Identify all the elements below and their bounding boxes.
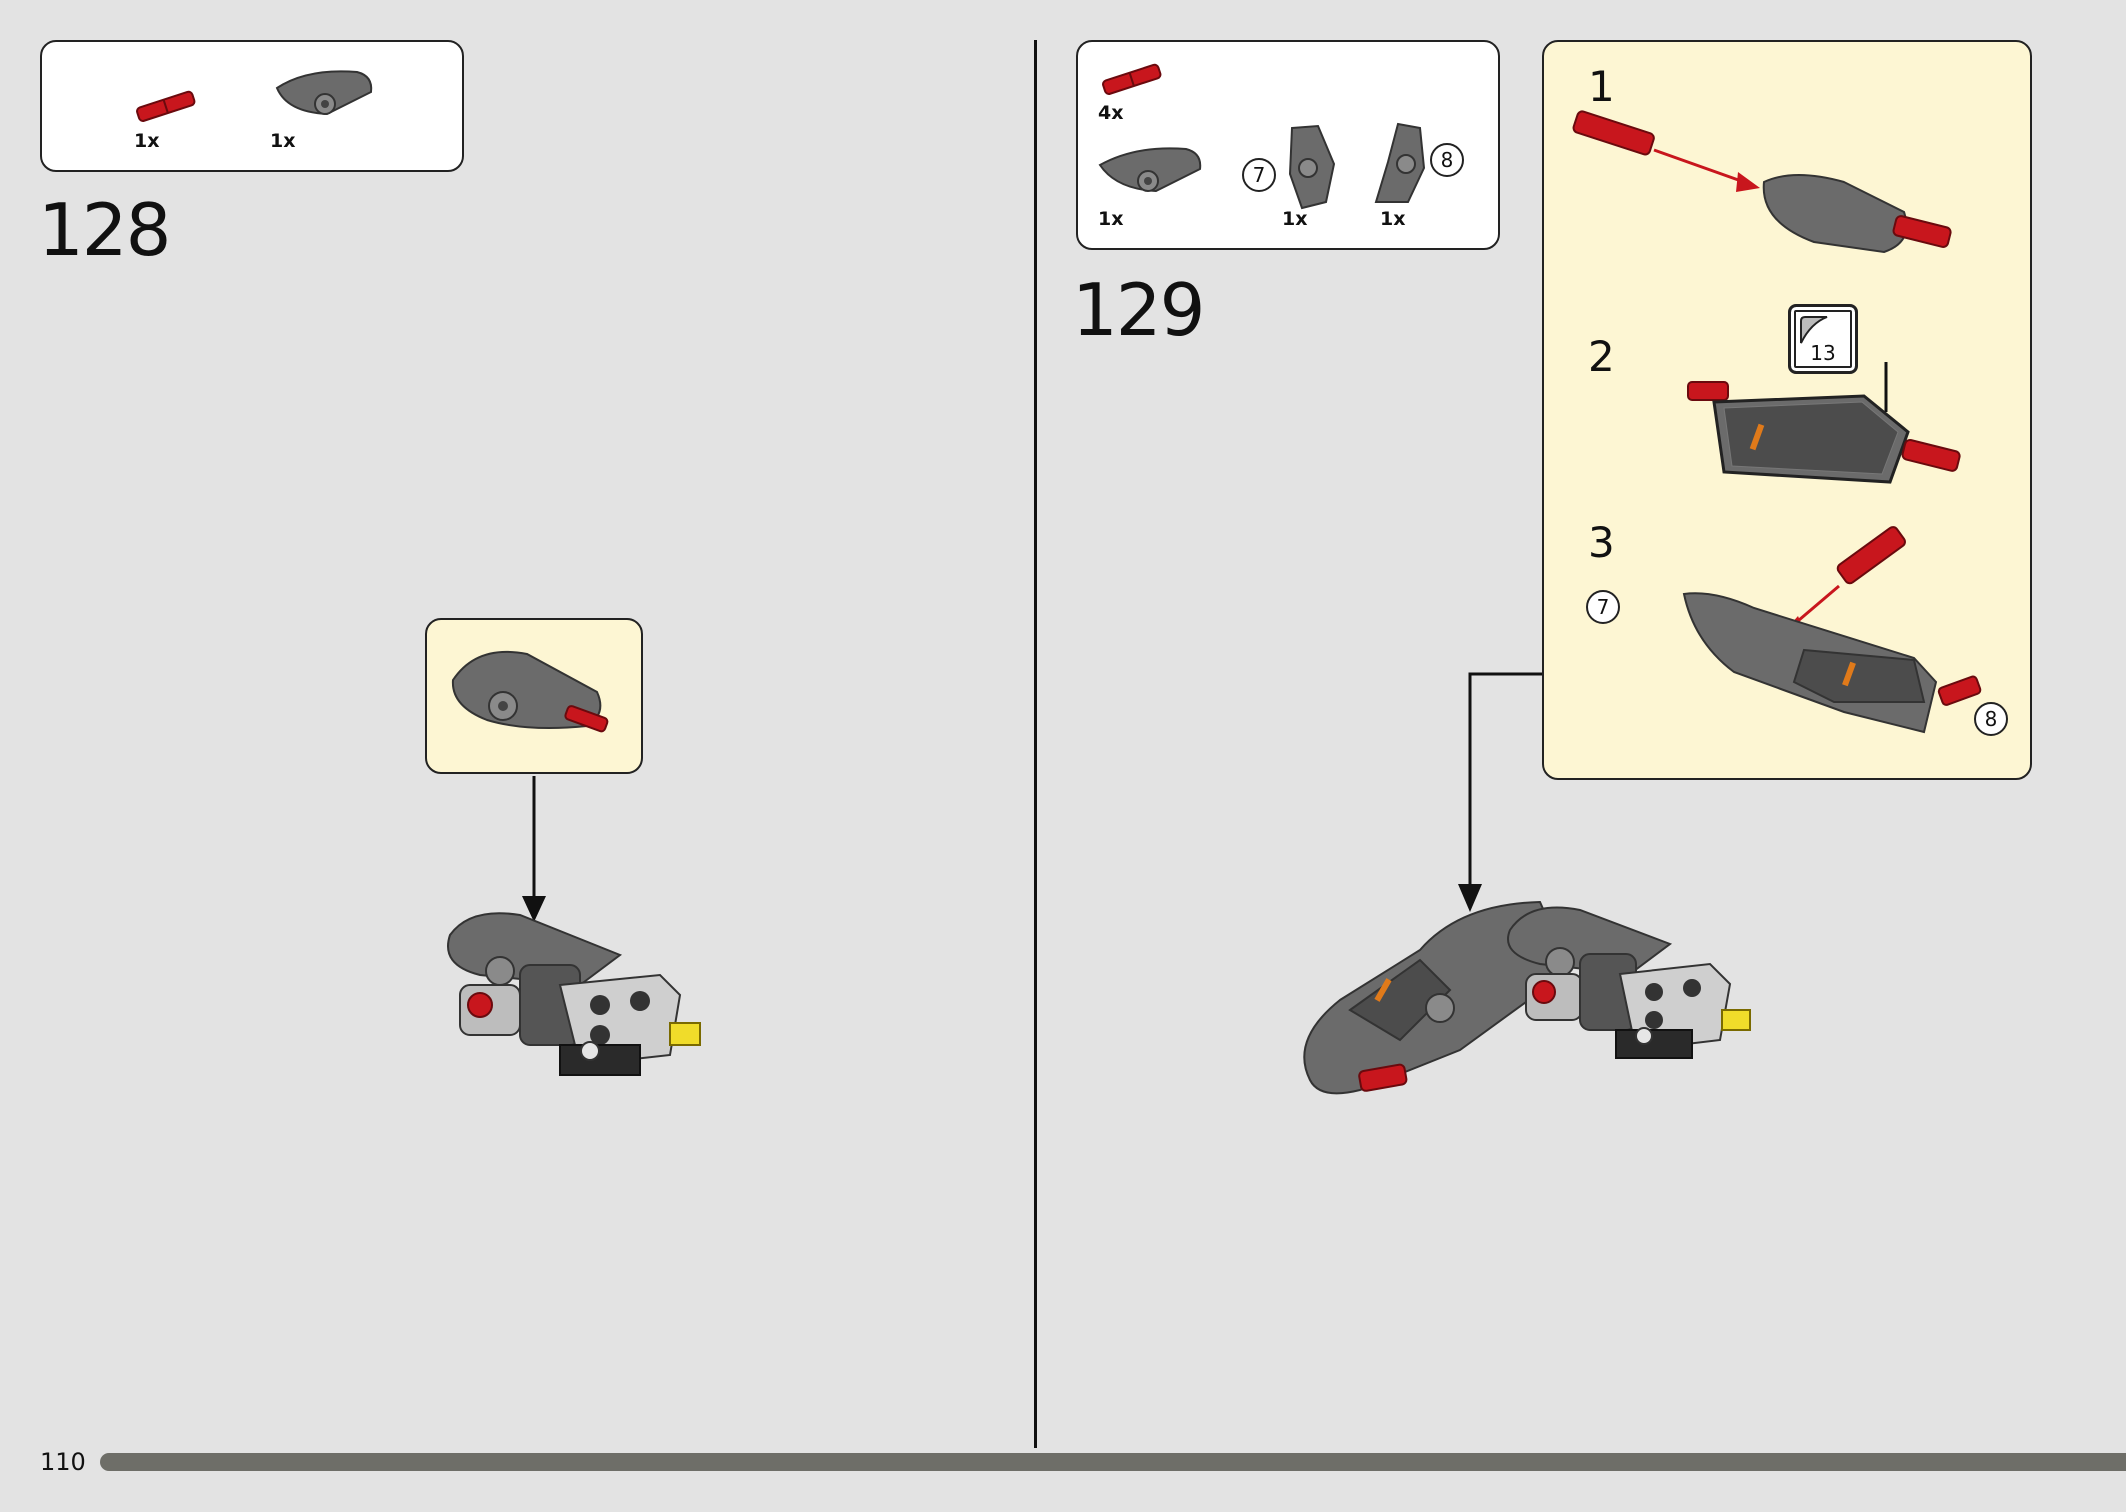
grey-panel-left-icon <box>1288 124 1336 210</box>
reference-number-badge: 7 <box>1242 158 1276 192</box>
part-qty: 1x <box>1282 208 1308 230</box>
substep-3-illustration <box>1682 526 1982 734</box>
page-divider <box>1034 40 1037 1448</box>
red-axle-connector-icon <box>1102 63 1162 95</box>
sticker-icon <box>1800 316 1828 344</box>
part-qty: 1x <box>1098 208 1124 230</box>
red-axle-connector-icon <box>136 90 196 122</box>
subassembly-callout-129: 1 2 13 3 <box>1542 40 2032 780</box>
grey-panel-with-axle-icon <box>451 650 609 733</box>
step-128-model-illustration <box>447 912 701 1076</box>
sticker-number: 13 <box>1810 341 1836 365</box>
page-number: 110 <box>40 1448 86 1476</box>
step-129-model-illustration <box>1303 900 1751 1095</box>
grey-panel-icon <box>1098 147 1202 193</box>
reference-number-badge: 7 <box>1586 590 1620 624</box>
subassembly-callout-128 <box>425 618 643 774</box>
sticker-badge: 13 <box>1788 304 1858 374</box>
reference-number-badge: 8 <box>1974 702 2008 736</box>
part-qty: 1x <box>134 130 160 152</box>
grey-panel-icon <box>275 70 373 116</box>
substep-number: 2 <box>1588 332 1615 381</box>
substep-1-illustration <box>1572 110 1952 254</box>
substep-number: 3 <box>1588 518 1615 567</box>
grey-panel-right-icon <box>1374 122 1426 203</box>
step-number-128: 128 <box>38 188 171 272</box>
substep-2-illustration <box>1687 362 1961 484</box>
reference-number-badge: 8 <box>1430 143 1464 177</box>
part-qty: 4x <box>1098 102 1124 124</box>
parts-list-box-129: 4x 1x 7 1x 8 1x <box>1076 40 1500 250</box>
step-number-129: 129 <box>1072 268 1205 352</box>
substep-number: 1 <box>1588 62 1615 111</box>
part-qty: 1x <box>270 130 296 152</box>
parts-list-box-128: 1x 1x <box>40 40 464 172</box>
progress-bar <box>100 1453 2126 1471</box>
part-qty: 1x <box>1380 208 1406 230</box>
